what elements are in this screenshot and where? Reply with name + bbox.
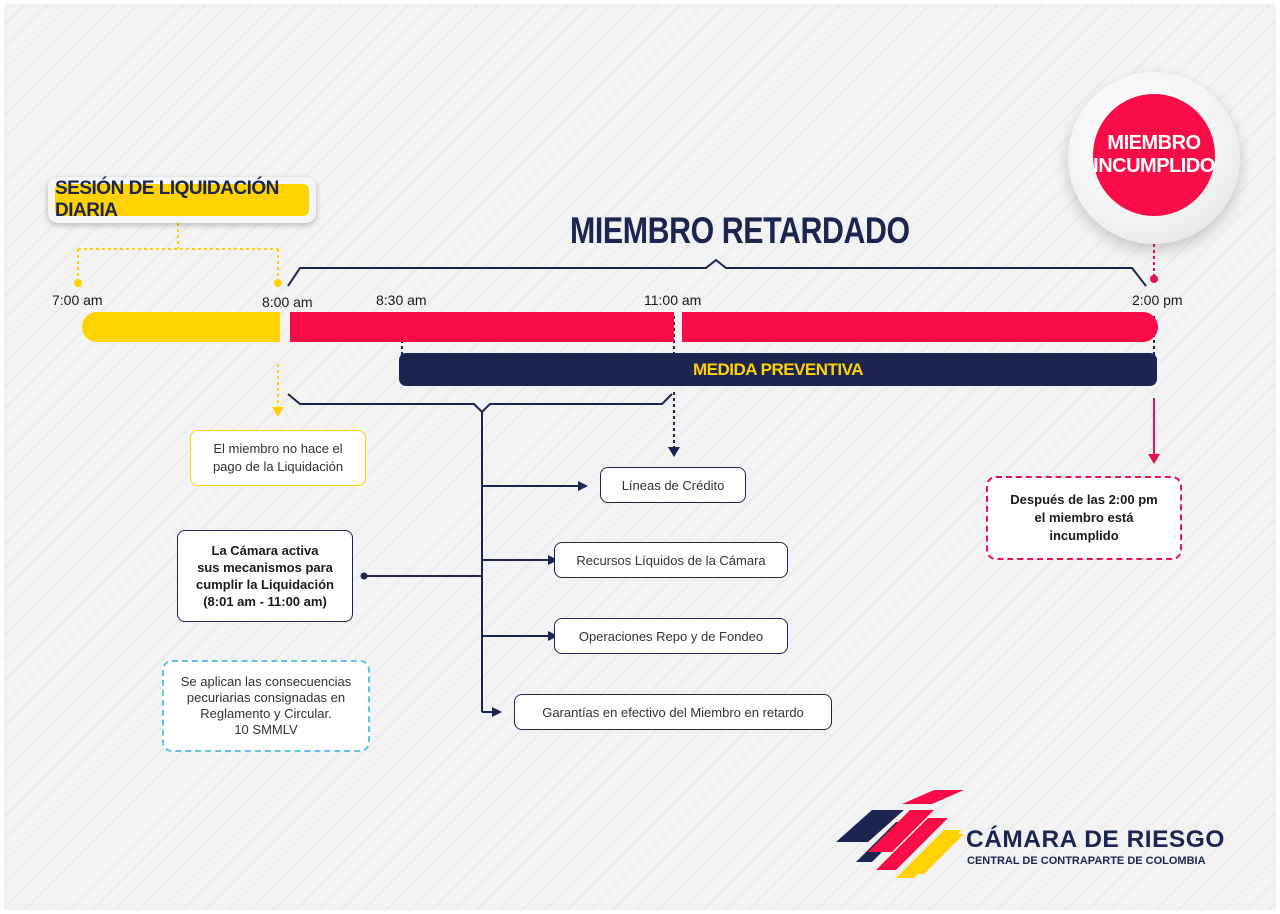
note-line: Reglamento y Circular. xyxy=(200,706,332,721)
note-line: La Cámara activa xyxy=(211,543,319,558)
time-label-2pm: 2:00 pm xyxy=(1132,292,1183,308)
note-line: incumplido xyxy=(1049,528,1119,543)
credit-lines-arrowhead xyxy=(668,447,680,457)
logo-subtitle: CENTRAL DE CONTRAPARTE DE COLOMBIA xyxy=(967,855,1206,867)
marker-2pm xyxy=(1150,275,1158,283)
defaulted-member-line: MIEMBRO xyxy=(1107,132,1201,154)
mechanism-arrowheads xyxy=(492,481,588,717)
mechanisms-dot xyxy=(360,572,368,580)
note-line: (8:01 am - 11:00 am) xyxy=(203,594,327,609)
time-label-7am: 7:00 am xyxy=(52,292,103,308)
time-label-830am: 8:30 am xyxy=(376,292,427,308)
defaulted-member-label: MIEMBRO INCUMPLIDO xyxy=(1093,94,1215,216)
delay-bar-afternoon xyxy=(682,312,1158,342)
note-line: el miembro está xyxy=(1034,510,1134,525)
defaulted-member-line: INCUMPLIDO xyxy=(1093,155,1215,177)
mechanism-branches xyxy=(366,485,578,713)
after-two-arrowhead xyxy=(1148,454,1160,464)
logo-mark xyxy=(836,790,964,878)
time-label-8am: 8:00 am xyxy=(262,294,313,310)
retardado-brace xyxy=(287,258,1147,287)
note-line: pago de la Liquidación xyxy=(212,459,344,474)
mechanism-cash-guarantees: Garantías en efectivo del Miembro en ret… xyxy=(514,694,832,730)
consequences-note: Se aplican las consecuencias pecuriarias… xyxy=(162,660,370,752)
logo-name: CÁMARA DE RIESGO xyxy=(966,826,1225,853)
note-line: Después de las 2:00 pm xyxy=(1010,492,1158,507)
session-bar xyxy=(82,312,280,342)
no-payment-arrowhead xyxy=(272,407,284,417)
note-line: pecuriarias consignadas en xyxy=(186,690,346,705)
time-label-11am: 11:00 am xyxy=(644,292,702,308)
mechanism-repo-operations: Operaciones Repo y de Fondeo xyxy=(554,618,788,654)
session-bracket xyxy=(77,223,279,281)
note-line: sus mecanismos para xyxy=(197,560,333,575)
note-line: cumplir la Liquidación xyxy=(196,577,334,592)
mechanisms-note: La Cámara activa sus mecanismos para cum… xyxy=(177,530,353,622)
diagram-title: MIEMBRO RETARDADO xyxy=(570,210,910,251)
no-payment-note: El miembro no hace el pago de la Liquida… xyxy=(190,430,366,486)
mechanisms-brace xyxy=(287,393,673,414)
after-two-note: Después de las 2:00 pm el miembro está i… xyxy=(986,476,1182,560)
note-line: 10 SMMLV xyxy=(234,722,298,737)
marker-8am xyxy=(274,279,282,287)
mechanism-credit-lines: Líneas de Crédito xyxy=(600,467,746,503)
delay-bar-morning xyxy=(290,312,674,342)
preventive-measure-bar: MEDIDA PREVENTIVA xyxy=(399,353,1157,386)
marker-7am xyxy=(74,279,82,287)
diagram-canvas: SESIÓN DE LIQUIDACIÓN DIARIA MIEMBRO RET… xyxy=(4,4,1276,910)
session-label: SESIÓN DE LIQUIDACIÓN DIARIA xyxy=(55,178,309,221)
mechanism-liquid-resources: Recursos Líquidos de la Cámara xyxy=(554,542,788,578)
connector-lines xyxy=(74,223,1160,878)
session-label-pill: SESIÓN DE LIQUIDACIÓN DIARIA xyxy=(48,177,316,223)
note-line: Se aplican las consecuencias xyxy=(180,674,352,689)
note-line: El miembro no hace el xyxy=(213,441,343,456)
